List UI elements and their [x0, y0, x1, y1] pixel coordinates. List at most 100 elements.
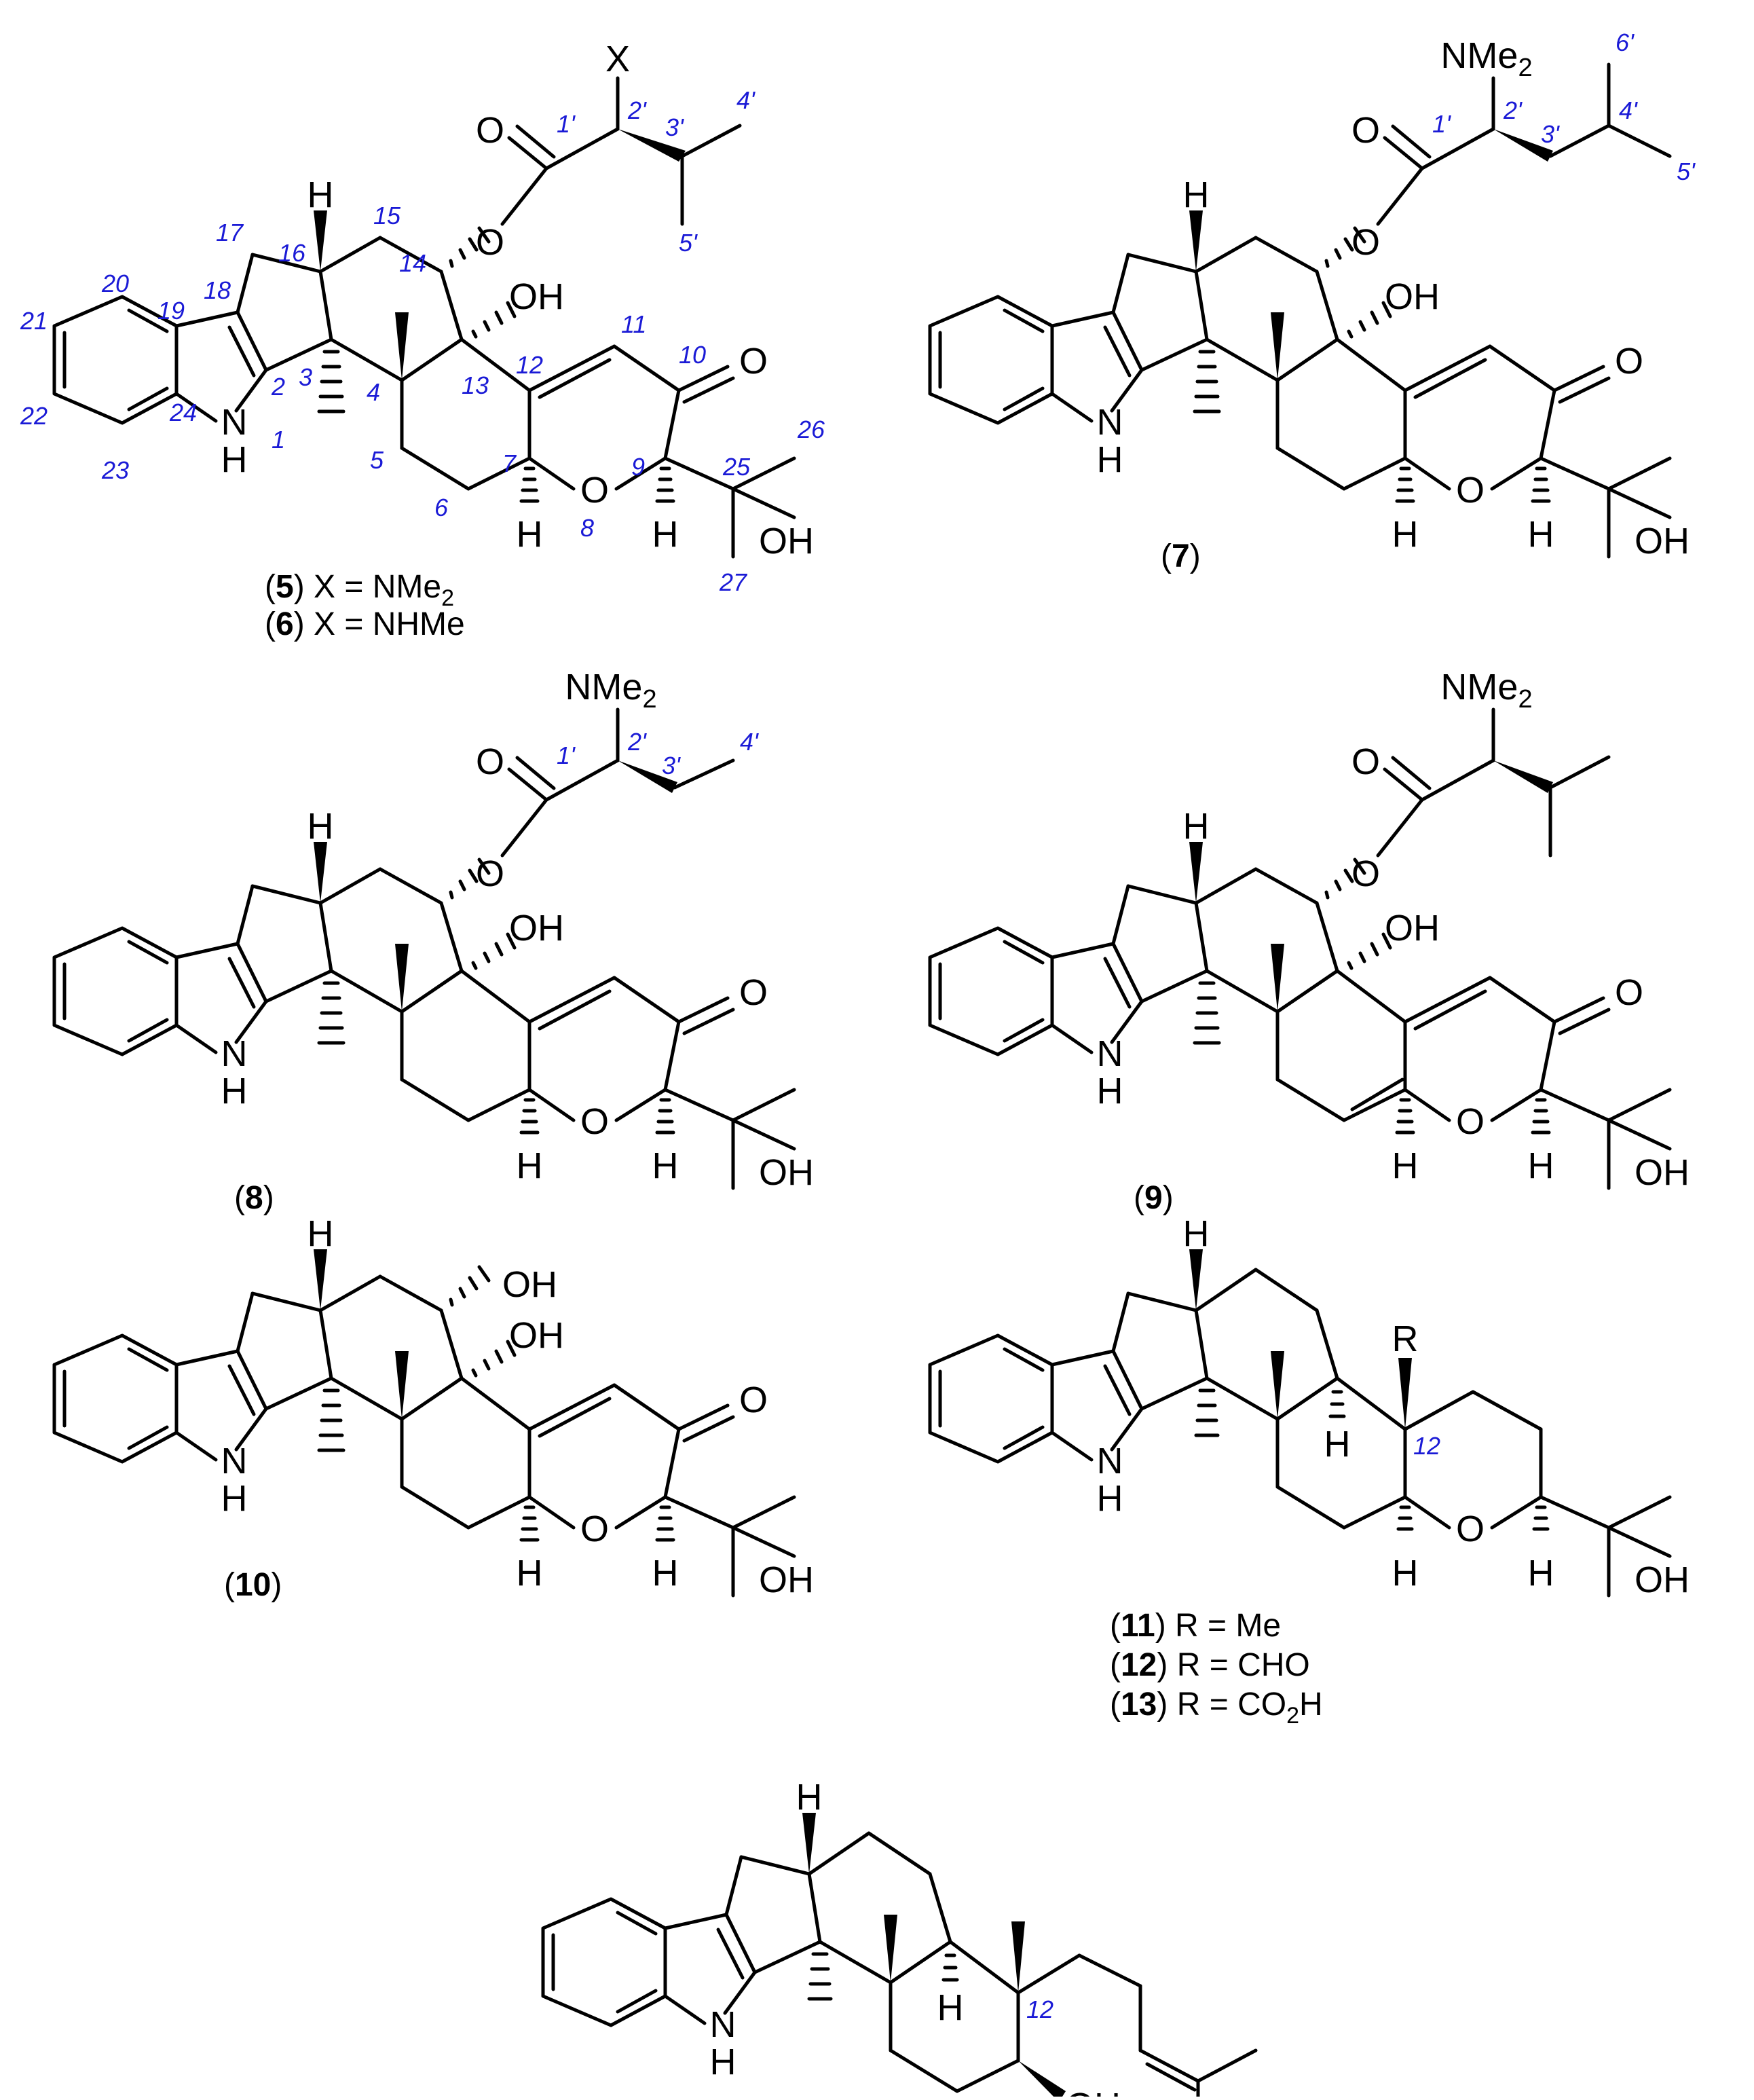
oh-atom-11: OH — [1635, 1560, 1690, 1600]
caption-6-num: 6 — [276, 606, 294, 642]
compound-8: NMe2 1' 2' 3' 4' (8) — [54, 667, 814, 1216]
caption-6: (6) X = NHMe — [265, 606, 465, 642]
r-substituent: R — [1392, 1319, 1419, 1359]
num-7-6p: 6' — [1616, 29, 1635, 56]
caption-5-sub: 2 — [441, 585, 454, 611]
num-7-4p: 4' — [1619, 96, 1638, 124]
caption-11-rest: R = Me — [1166, 1608, 1281, 1644]
h16-atom-14: H — [796, 1777, 823, 1818]
caption-5-num: 5 — [276, 569, 294, 605]
num-16: 16 — [278, 239, 306, 267]
num-2p: 2' — [627, 96, 647, 124]
nme2-substituent: NMe2 — [1440, 35, 1532, 82]
caption-13-num: 13 — [1121, 1687, 1157, 1723]
num-5p: 5' — [679, 229, 698, 257]
caption-8-num: 8 — [245, 1180, 263, 1216]
h-atom-14: H — [937, 1987, 964, 2028]
num-7-2p: 2' — [1503, 96, 1523, 124]
num-7: 7 — [502, 449, 517, 477]
num-4: 4 — [367, 378, 380, 406]
num-13: 13 — [462, 371, 489, 399]
num-6: 6 — [434, 494, 449, 521]
caption-10-num: 10 — [235, 1567, 271, 1603]
x-substituent: X — [605, 39, 630, 79]
num-3: 3 — [299, 363, 312, 391]
num-17: 17 — [216, 219, 244, 246]
caption-8: (8) — [234, 1180, 274, 1216]
num-5: 5 — [370, 446, 384, 474]
nh-atom-11: H — [1097, 1478, 1123, 1519]
oh-atom-14: OH — [1066, 2086, 1121, 2097]
num-8-3p: 3' — [662, 752, 681, 779]
num-1p: 1' — [557, 110, 576, 138]
num-27: 27 — [719, 568, 748, 596]
caption-12-rest: R = CHO — [1168, 1647, 1309, 1683]
num-22: 22 — [20, 402, 48, 430]
caption-13-rest: R = CO — [1168, 1687, 1286, 1723]
nme2-substituent-8: NMe2 — [565, 667, 656, 714]
num-26: 26 — [797, 416, 825, 443]
num-7-1p: 1' — [1432, 110, 1451, 138]
num-4p: 4' — [736, 86, 755, 114]
num-18: 18 — [204, 276, 231, 304]
num-3p: 3' — [665, 113, 684, 141]
nh-atom-14: H — [710, 2042, 736, 2082]
compound-5-6: X 1 2 3 4 5 6 7 8 9 10 11 12 13 14 15 16… — [20, 39, 825, 642]
caption-7-num: 7 — [1172, 538, 1190, 574]
num-23: 23 — [101, 456, 129, 484]
compound-11-13: N H H R H O H H OH 12 (11) R = Me (12) R… — [928, 1213, 1690, 1729]
h7-atom-11: H — [1392, 1553, 1419, 1594]
compound-9: NMe2 (9) — [930, 667, 1690, 1216]
num-19: 19 — [157, 297, 185, 325]
h-atom-11: H — [1324, 1424, 1351, 1465]
num-12-label-14: 12 — [1026, 1995, 1053, 2023]
caption-9: (9) — [1134, 1180, 1174, 1216]
num-21: 21 — [20, 307, 48, 335]
caption-9-num: 9 — [1144, 1180, 1163, 1216]
num-14: 14 — [399, 249, 426, 277]
nme2-sub-9: 2 — [1518, 685, 1532, 714]
num-25: 25 — [722, 453, 751, 481]
caption-13: (13) R = CO2H — [1110, 1687, 1323, 1729]
num-12: 12 — [516, 351, 543, 379]
n-atom-11: N — [1097, 1441, 1123, 1481]
num-24: 24 — [169, 399, 197, 426]
compound-10: OH (10) — [54, 1213, 814, 1603]
n-atom-14: N — [710, 2004, 736, 2045]
h9-atom-11: H — [1528, 1553, 1554, 1594]
caption-12: (12) R = CHO — [1110, 1647, 1310, 1683]
num-8-1p: 1' — [557, 741, 576, 769]
num-11: 11 — [621, 310, 646, 338]
num-12-label: 12 — [1413, 1432, 1440, 1460]
num-15: 15 — [373, 202, 401, 229]
nme2-text-8: NMe — [565, 667, 642, 707]
num-8-4p: 4' — [740, 728, 759, 756]
num-8: 8 — [580, 514, 594, 542]
caption-12-num: 12 — [1121, 1647, 1157, 1683]
num-7-3p: 3' — [1541, 120, 1560, 148]
num-10: 10 — [679, 341, 706, 369]
nme2-substituent-9: NMe2 — [1440, 667, 1532, 714]
compound-14: N H H H OH 12 (14) — [541, 1777, 1258, 2100]
compound-7: NMe2 1' 2' 3' 4' 5' 6' (7) — [930, 29, 1696, 574]
caption-13-sub: 2 — [1286, 1703, 1299, 1729]
num-2: 2 — [271, 373, 285, 401]
num-9: 9 — [631, 453, 645, 481]
caption-11-num: 11 — [1121, 1608, 1155, 1644]
nme2-sub: 2 — [1518, 54, 1532, 82]
num-7-5p: 5' — [1677, 158, 1696, 185]
caption-10: (10) — [224, 1567, 282, 1603]
nme2-sub-8: 2 — [642, 685, 656, 714]
caption-7: (7) — [1161, 538, 1201, 574]
caption-11: (11) R = Me — [1110, 1608, 1281, 1644]
num-1: 1 — [272, 426, 285, 454]
caption-13-tail: H — [1299, 1687, 1323, 1723]
caption-6-rest: X = NHMe — [305, 606, 465, 642]
caption-5-rest: X = NMe — [305, 569, 441, 605]
h16-atom-11: H — [1183, 1213, 1210, 1254]
num-8-2p: 2' — [627, 728, 647, 756]
caption-5: (5) X = NMe2 — [265, 569, 454, 611]
num-20: 20 — [101, 270, 129, 297]
